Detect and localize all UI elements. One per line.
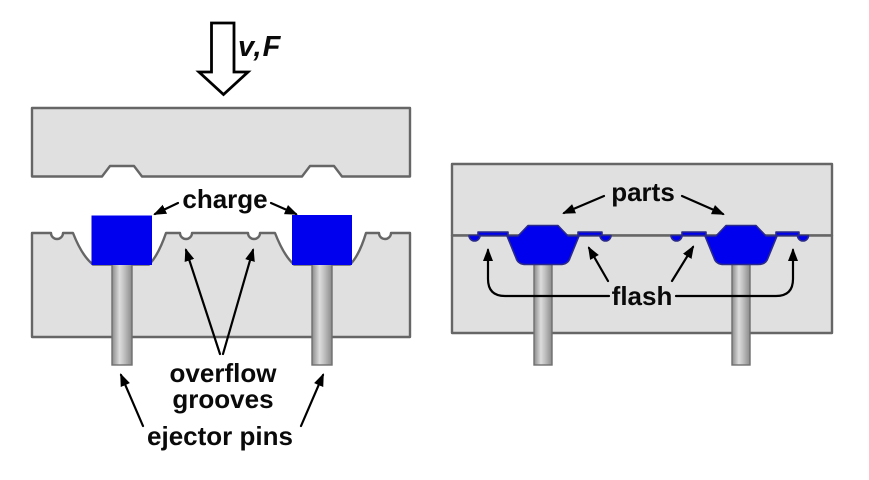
charge-arrow-right — [269, 201, 298, 216]
overflow-groove-arrow-left — [184, 248, 222, 356]
flash-label: flash — [611, 281, 673, 311]
flash-drop-4 — [796, 234, 810, 242]
lower-mold-plate — [30, 231, 412, 339]
charge-arrow-left — [153, 201, 180, 216]
flash-arrow-outer-left — [483, 248, 611, 298]
parts-arrow-left — [562, 194, 606, 215]
overflow-groove-arrow-right — [221, 248, 255, 356]
closed-mold-upper-plate — [450, 162, 834, 237]
flash-drop-3 — [670, 234, 683, 242]
flash-strip-inner-right — [681, 231, 707, 237]
ejector-pin-arrow-right — [299, 373, 325, 428]
charge-block-left — [91, 215, 152, 265]
flash-arrow-inner-right — [670, 245, 695, 283]
flash-arrow-outer-right — [674, 248, 798, 298]
ejector-pin-left-closed — [533, 261, 553, 366]
ejector-pins-label: ejector pins — [147, 421, 293, 451]
molded-part-right — [704, 224, 778, 266]
flash-drop-2 — [599, 234, 612, 242]
ejector-pin-right — [311, 263, 333, 366]
force-velocity-label: v,F — [238, 31, 282, 63]
flash-strip-outer-left — [477, 231, 509, 237]
molded-part-left — [506, 224, 580, 266]
flash-drop-1 — [468, 234, 481, 242]
ejector-pin-right-closed — [731, 261, 751, 366]
flash-strip-inner-left — [577, 231, 603, 237]
press-down-arrow-icon — [195, 21, 252, 97]
charge-block-right — [292, 215, 352, 265]
overflow-grooves-label: overflow grooves — [169, 358, 277, 414]
upper-mold-plate — [30, 106, 412, 178]
parts-label: parts — [611, 177, 675, 207]
parts-arrow-right — [680, 194, 725, 216]
flash-strip-outer-right — [775, 231, 800, 237]
flash-arrow-inner-left — [587, 246, 610, 283]
charge-label: charge — [182, 184, 268, 214]
ejector-pin-arrow-left — [119, 373, 145, 428]
ejector-pin-left — [111, 263, 133, 366]
